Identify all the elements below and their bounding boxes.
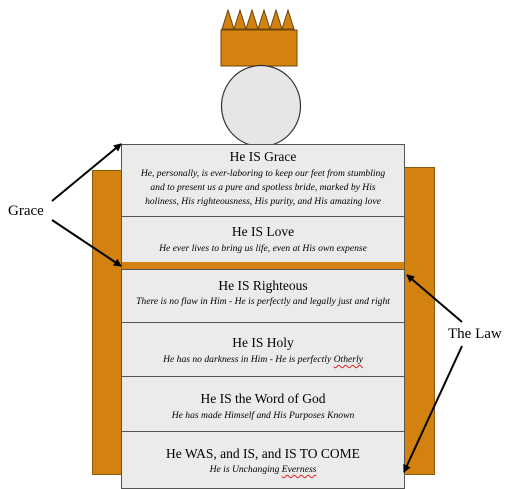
box-line: He ever lives to bring us life, even at …: [159, 243, 367, 254]
box-line: holiness, His righteousness, His purity,…: [145, 196, 381, 207]
grace-arrow-up: [51, 143, 122, 202]
box-grace: He IS Grace He, personally, is ever-labo…: [121, 144, 405, 217]
law-arrow-up: [406, 274, 463, 323]
right-pillar: [403, 167, 435, 475]
box-line: He has made Himself and His Purposes Kno…: [171, 410, 355, 421]
box-eternal: He WAS, and IS, and IS TO COME He is Unc…: [121, 431, 405, 489]
box-line: He has no darkness in Him - He is perfec…: [122, 353, 404, 367]
box-righteous: He IS Righteous There is no flaw in Him …: [121, 269, 405, 323]
box-holy: He IS Holy He has no darkness in Him - H…: [121, 322, 405, 377]
box-line-underlined: Otherly: [333, 354, 363, 365]
box-title: He IS Righteous: [218, 278, 308, 293]
box-line: He, personally, is ever-laboring to keep…: [140, 168, 386, 179]
box-title: He WAS, and IS, and IS TO COME: [166, 446, 360, 461]
box-line: and to present us a pure and spotless br…: [150, 182, 376, 193]
box-title: He IS Grace: [229, 149, 297, 164]
box-word: He IS the Word of God He has made Himsel…: [121, 376, 405, 432]
box-line-text: He is Unchanging: [209, 464, 282, 475]
box-line-underlined: Everness: [281, 464, 317, 475]
box-line: There is no flaw in Him - He is perfectl…: [136, 296, 390, 307]
law-label: The Law: [448, 326, 502, 342]
attribute-stack: He IS Grace He, personally, is ever-labo…: [121, 144, 405, 489]
crown: [220, 9, 298, 67]
box-title: He IS the Word of God: [200, 391, 326, 406]
grace-label: Grace: [8, 203, 44, 219]
box-title: He IS Holy: [232, 335, 294, 350]
box-line-text: He has no darkness in Him - He is perfec…: [163, 354, 334, 365]
law-arrow-down: [403, 345, 463, 473]
box-title: He IS Love: [231, 224, 295, 239]
grace-arrow-down: [51, 219, 122, 267]
box-line: He is Unchanging Everness: [122, 463, 404, 477]
